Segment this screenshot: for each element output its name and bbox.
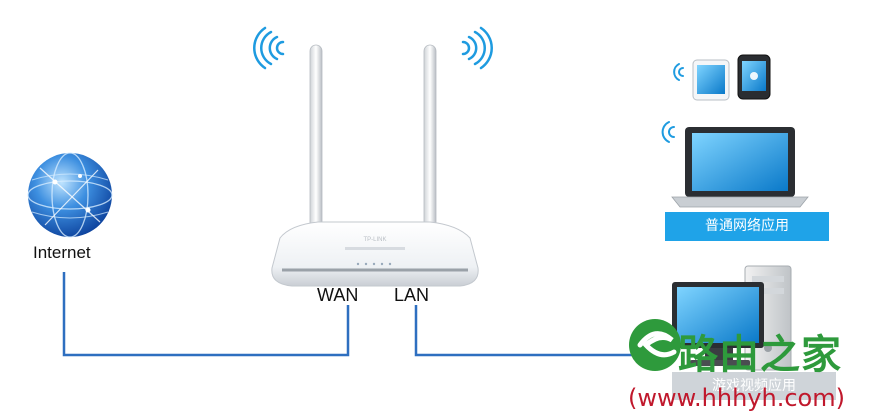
internet-label: Internet (33, 243, 91, 262)
lan-port-label: LAN (394, 285, 430, 305)
wan-port-label: WAN (317, 285, 359, 305)
normal-network-app-label: 普通网络应用 (665, 212, 829, 241)
router-icon: TP-LINK (271, 221, 479, 287)
wifi-waves-right-icon (461, 26, 493, 70)
lan-cable (414, 305, 640, 357)
tablet-icon (692, 59, 730, 101)
wifi-waves-laptop-icon (661, 121, 675, 143)
wifi-waves-left-icon (253, 26, 285, 70)
router-antenna-right-icon (423, 44, 437, 246)
internet-globe-icon (27, 152, 113, 238)
wan-cable (62, 272, 350, 357)
watermark-text: 路由之家 (678, 332, 842, 378)
smartphone-icon (737, 54, 771, 100)
wifi-waves-mobile-icon (673, 63, 684, 81)
watermark-logo-icon (629, 319, 681, 371)
laptop-icon (671, 127, 809, 208)
router-antenna-left-icon (309, 44, 323, 246)
watermark-url: (www.hhhyh.com) (628, 384, 845, 412)
router-brand-logo: TP-LINK (363, 237, 386, 243)
desktop-computer-icon (672, 265, 792, 371)
game-video-app-label: 游戏视频应用 (672, 372, 836, 400)
